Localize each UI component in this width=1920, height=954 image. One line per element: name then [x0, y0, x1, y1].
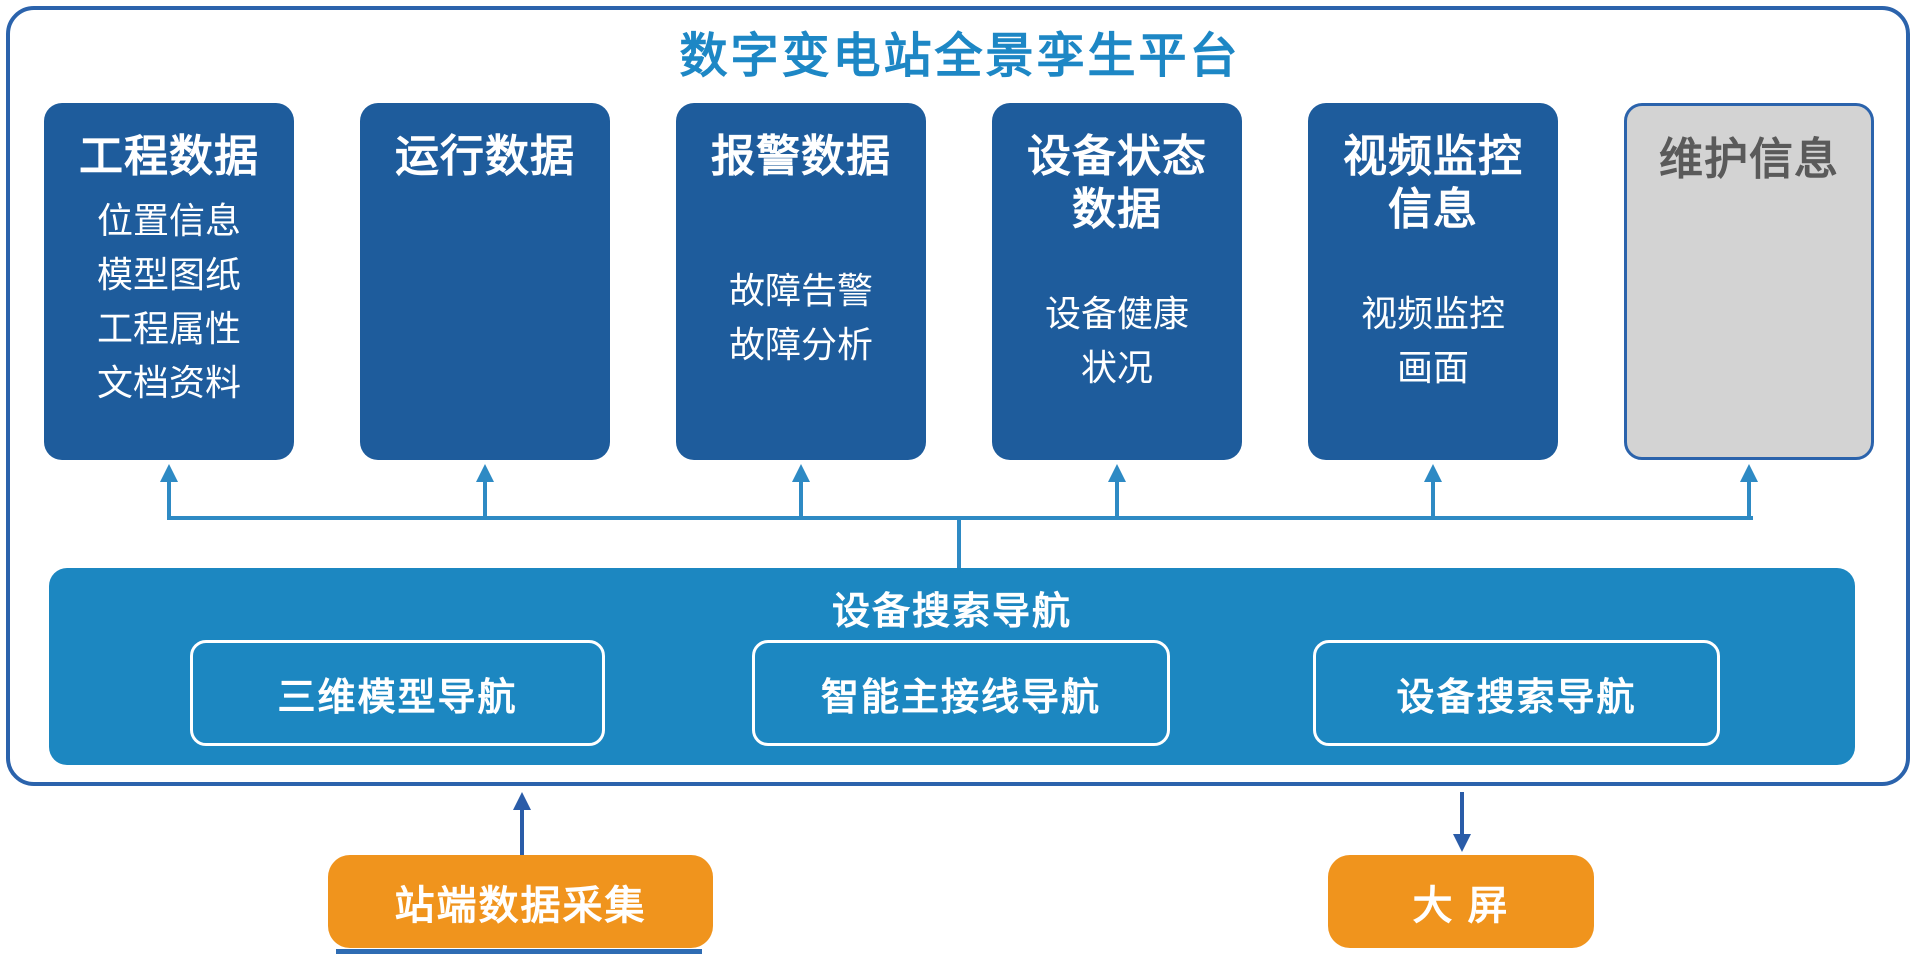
nav-button-device-search: 设备搜索导航 — [1313, 640, 1720, 746]
card-title: 视频监控 信息 — [1343, 132, 1523, 234]
card-item-list: 视频监控 画面 — [1308, 287, 1558, 395]
card-title: 设备状态 数据 — [1027, 132, 1207, 234]
arrow-up-icon — [1424, 464, 1442, 482]
card-item: 故障分析 — [728, 323, 873, 365]
big-screen-box: 大 屏 — [1328, 855, 1594, 948]
card-item: 设备健康 状况 — [1044, 292, 1189, 388]
station-data-collection-box: 站端数据采集 — [328, 855, 713, 948]
arrow-up-icon — [476, 464, 494, 482]
card-item: 故障告警 — [728, 269, 873, 311]
card-title: 运行数据 — [395, 132, 575, 181]
card-alarm-data: 报警数据 故障告警 故障分析 — [676, 103, 926, 460]
arrow-stem — [520, 808, 524, 855]
arrow-down-icon — [1453, 834, 1471, 852]
card-item: 位置信息 — [96, 199, 241, 241]
card-item: 视频监控 画面 — [1360, 292, 1505, 388]
card-item-list: 故障告警 故障分析 — [676, 264, 926, 372]
card-title: 维护信息 — [1659, 135, 1839, 184]
card-video-monitoring-info: 视频监控 信息 视频监控 画面 — [1308, 103, 1558, 460]
nav-button-3d-model: 三维模型导航 — [190, 640, 605, 746]
platform-title: 数字变电站全景孪生平台 — [679, 30, 1241, 83]
card-operation-data: 运行数据 — [360, 103, 610, 460]
card-item: 模型图纸 — [96, 253, 241, 295]
arrow-up-icon — [160, 464, 178, 482]
arrow-up-icon — [1108, 464, 1126, 482]
card-item-list: 位置信息 模型图纸 工程属性 文档资料 — [44, 194, 294, 410]
connector-stem — [167, 480, 171, 518]
card-item-list: 设备健康 状况 — [992, 287, 1242, 395]
connector-stem — [1115, 480, 1119, 518]
card-title: 报警数据 — [711, 132, 891, 181]
connector-stem — [1747, 480, 1751, 518]
nav-bar-title: 设备搜索导航 — [831, 591, 1072, 633]
connector-center-stem — [957, 520, 961, 568]
nav-bar: 设备搜索导航 三维模型导航 智能主接线导航 设备搜索导航 — [49, 568, 1855, 765]
card-item: 文档资料 — [96, 361, 241, 403]
connector-stem — [799, 480, 803, 518]
arrow-stem — [1460, 792, 1464, 836]
arrow-up-icon — [792, 464, 810, 482]
connector-stem — [483, 480, 487, 518]
card-device-status-data: 设备状态 数据 设备健康 状况 — [992, 103, 1242, 460]
nav-button-main-wiring: 智能主接线导航 — [752, 640, 1170, 746]
card-engineering-data: 工程数据 位置信息 模型图纸 工程属性 文档资料 — [44, 103, 294, 460]
connector-bus-line — [167, 516, 1753, 520]
card-item: 工程属性 — [96, 307, 241, 349]
arrow-up-icon — [1740, 464, 1758, 482]
bottom-edge-line — [336, 949, 702, 954]
card-title: 工程数据 — [79, 132, 259, 181]
connector-stem — [1431, 480, 1435, 518]
card-maintenance-info: 维护信息 — [1624, 103, 1874, 460]
arrow-up-icon — [513, 792, 531, 810]
